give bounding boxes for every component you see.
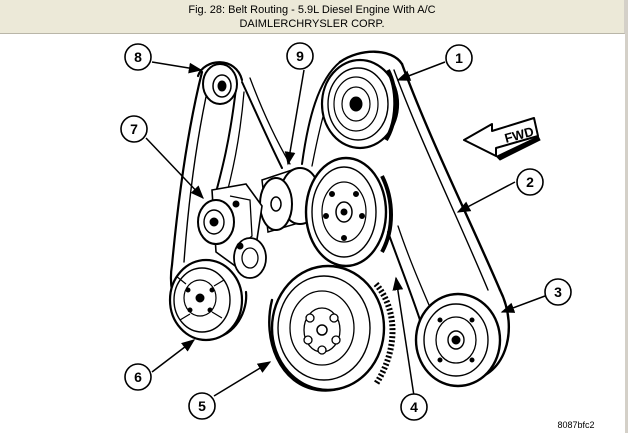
figure-code: 8087bfc2 (557, 420, 594, 430)
water-pump-pulley (304, 156, 393, 268)
callout-6: 6 (134, 369, 142, 385)
belt-tensioner (197, 183, 267, 279)
belt-routing-drawing: FWD 1 2 3 4 5 6 7 8 9 8087bfc2 (120, 42, 595, 430)
idler-pulley-upper (202, 63, 238, 105)
callout-3: 3 (554, 284, 562, 300)
fwd-label: FWD (503, 124, 535, 146)
callout-4: 4 (410, 399, 418, 415)
callout-numbers: 1 2 3 4 5 6 7 8 9 (130, 48, 562, 415)
belt-routing-figure: FWD 1 2 3 4 5 6 7 8 9 8087bfc2 (0, 34, 626, 433)
crankshaft-pulley (270, 264, 396, 392)
caption-title: Fig. 28: Belt Routing - 5.9L Diesel Engi… (188, 4, 436, 16)
caption-source: DAIMLERCHRYSLER CORP. (239, 18, 385, 30)
forward-direction-arrow: FWD (463, 117, 541, 161)
alternator-pulley (168, 258, 244, 342)
callout-9: 9 (296, 48, 304, 64)
callout-7: 7 (130, 121, 138, 137)
figure-caption: Fig. 28: Belt Routing - 5.9L Diesel Engi… (0, 0, 626, 34)
idler-pulley-smooth (259, 166, 321, 233)
callout-8: 8 (134, 49, 142, 65)
fan-drive-pulley (414, 292, 502, 388)
callout-2: 2 (526, 174, 534, 190)
callouts (145, 61, 546, 397)
callout-5: 5 (198, 398, 206, 414)
window-edge (625, 0, 628, 433)
callout-bubbles (120, 42, 572, 421)
ac-compressor-pulley (320, 58, 400, 150)
callout-1: 1 (455, 50, 463, 66)
